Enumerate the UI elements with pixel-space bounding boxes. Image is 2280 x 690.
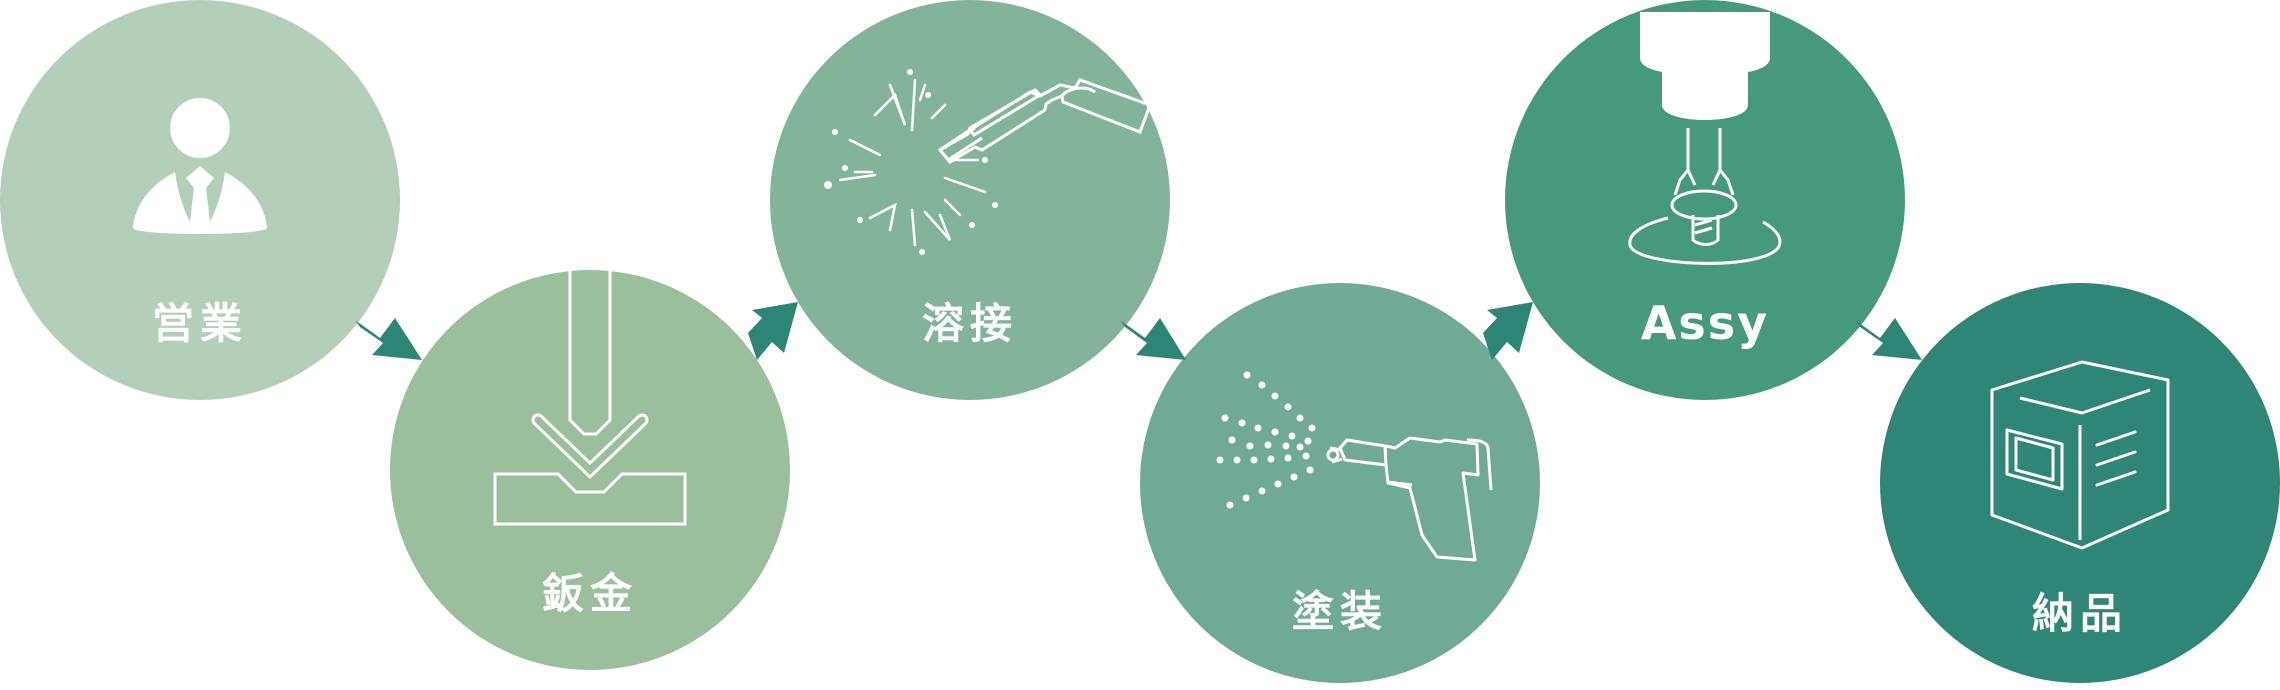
step-5-label: Assy [1640, 296, 1770, 350]
step-5-circle [1505, 0, 1905, 400]
delivery-box-icon [1990, 360, 2170, 550]
arrow-1-icon [355, 318, 422, 360]
salesperson-icon [133, 98, 267, 234]
arrow-3-icon [1120, 318, 1186, 360]
arrow-5-icon [1855, 318, 1922, 360]
welding-torch-icon [824, 69, 1152, 255]
arrow-2-icon [748, 302, 798, 360]
step-3-circle [770, 0, 1170, 400]
step-4-circle [1140, 283, 1540, 683]
press-brake-icon [493, 268, 687, 526]
spray-gun-icon [1216, 371, 1493, 562]
step-1-label: 営業 [151, 299, 248, 348]
step-4-label: 塗装 [1291, 587, 1388, 636]
arrow-4-icon [1483, 302, 1533, 360]
step-6-label: 納品 [2031, 589, 2128, 638]
step-2-label: 鈑金 [541, 569, 638, 618]
screwdriver-icon [1628, 12, 1782, 265]
step-3-label: 溶接 [921, 299, 1018, 348]
